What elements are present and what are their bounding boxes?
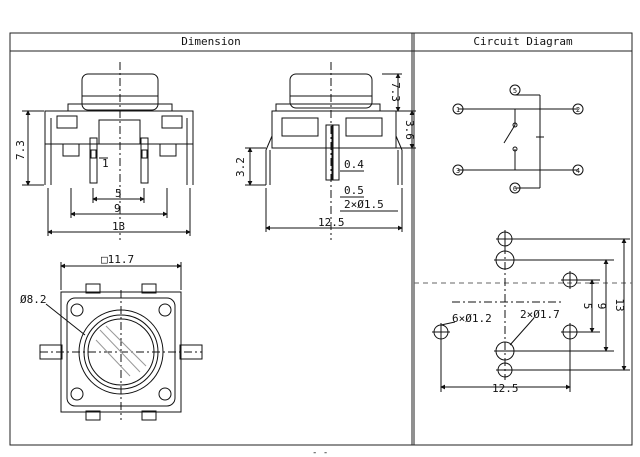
top-dia-label: Ø8.2 bbox=[20, 293, 47, 306]
circuit-pin-4: 4 bbox=[576, 167, 580, 175]
side-width: 12.5 bbox=[318, 216, 345, 229]
side-pin-w2: 0.5 bbox=[344, 184, 364, 197]
side-height-top: 7.3 bbox=[389, 82, 402, 102]
circuit-pin-5: 5 bbox=[513, 87, 517, 95]
circuit-pin-6: 6 bbox=[513, 185, 517, 193]
front-dim-5: 5 bbox=[115, 187, 122, 200]
front-height-label: 7.3 bbox=[14, 140, 27, 160]
top-square-label: □11.7 bbox=[101, 253, 134, 266]
circuit-diagram bbox=[452, 84, 584, 194]
front-dim-9: 9 bbox=[114, 202, 121, 215]
front-pin-label: 1 bbox=[102, 157, 109, 170]
side-holes: 2×Ø1.5 bbox=[344, 198, 384, 211]
front-dim-13: 13 bbox=[112, 220, 125, 233]
circuit-pin-labels: 1 2 3 4 5 6 bbox=[456, 87, 580, 193]
circuit-header: Circuit Diagram bbox=[473, 35, 573, 48]
side-height-mid: 3.6 bbox=[403, 120, 416, 140]
pcb-footprint bbox=[432, 230, 630, 392]
front-view bbox=[22, 62, 194, 240]
frame bbox=[9, 32, 633, 446]
fp-dim-12-5: 12.5 bbox=[492, 382, 519, 395]
side-pin-w1: 0.4 bbox=[344, 158, 364, 171]
fp-dim-13: 13 bbox=[613, 298, 626, 311]
fp-holes-small: 2×Ø1.7 bbox=[520, 308, 560, 321]
footer-mark: - - bbox=[312, 448, 328, 457]
fp-holes-large: 6×Ø1.2 bbox=[452, 312, 492, 325]
circuit-pin-3: 3 bbox=[456, 167, 460, 175]
circuit-pin-2: 2 bbox=[576, 106, 580, 114]
fp-dim-5: 5 bbox=[581, 303, 594, 310]
top-view bbox=[39, 262, 203, 421]
circuit-pin-1: 1 bbox=[456, 106, 460, 114]
fp-dim-9: 9 bbox=[595, 303, 608, 310]
side-view bbox=[245, 62, 416, 240]
dimension-header: Dimension bbox=[181, 35, 241, 48]
side-height-low: 3.2 bbox=[234, 157, 247, 177]
